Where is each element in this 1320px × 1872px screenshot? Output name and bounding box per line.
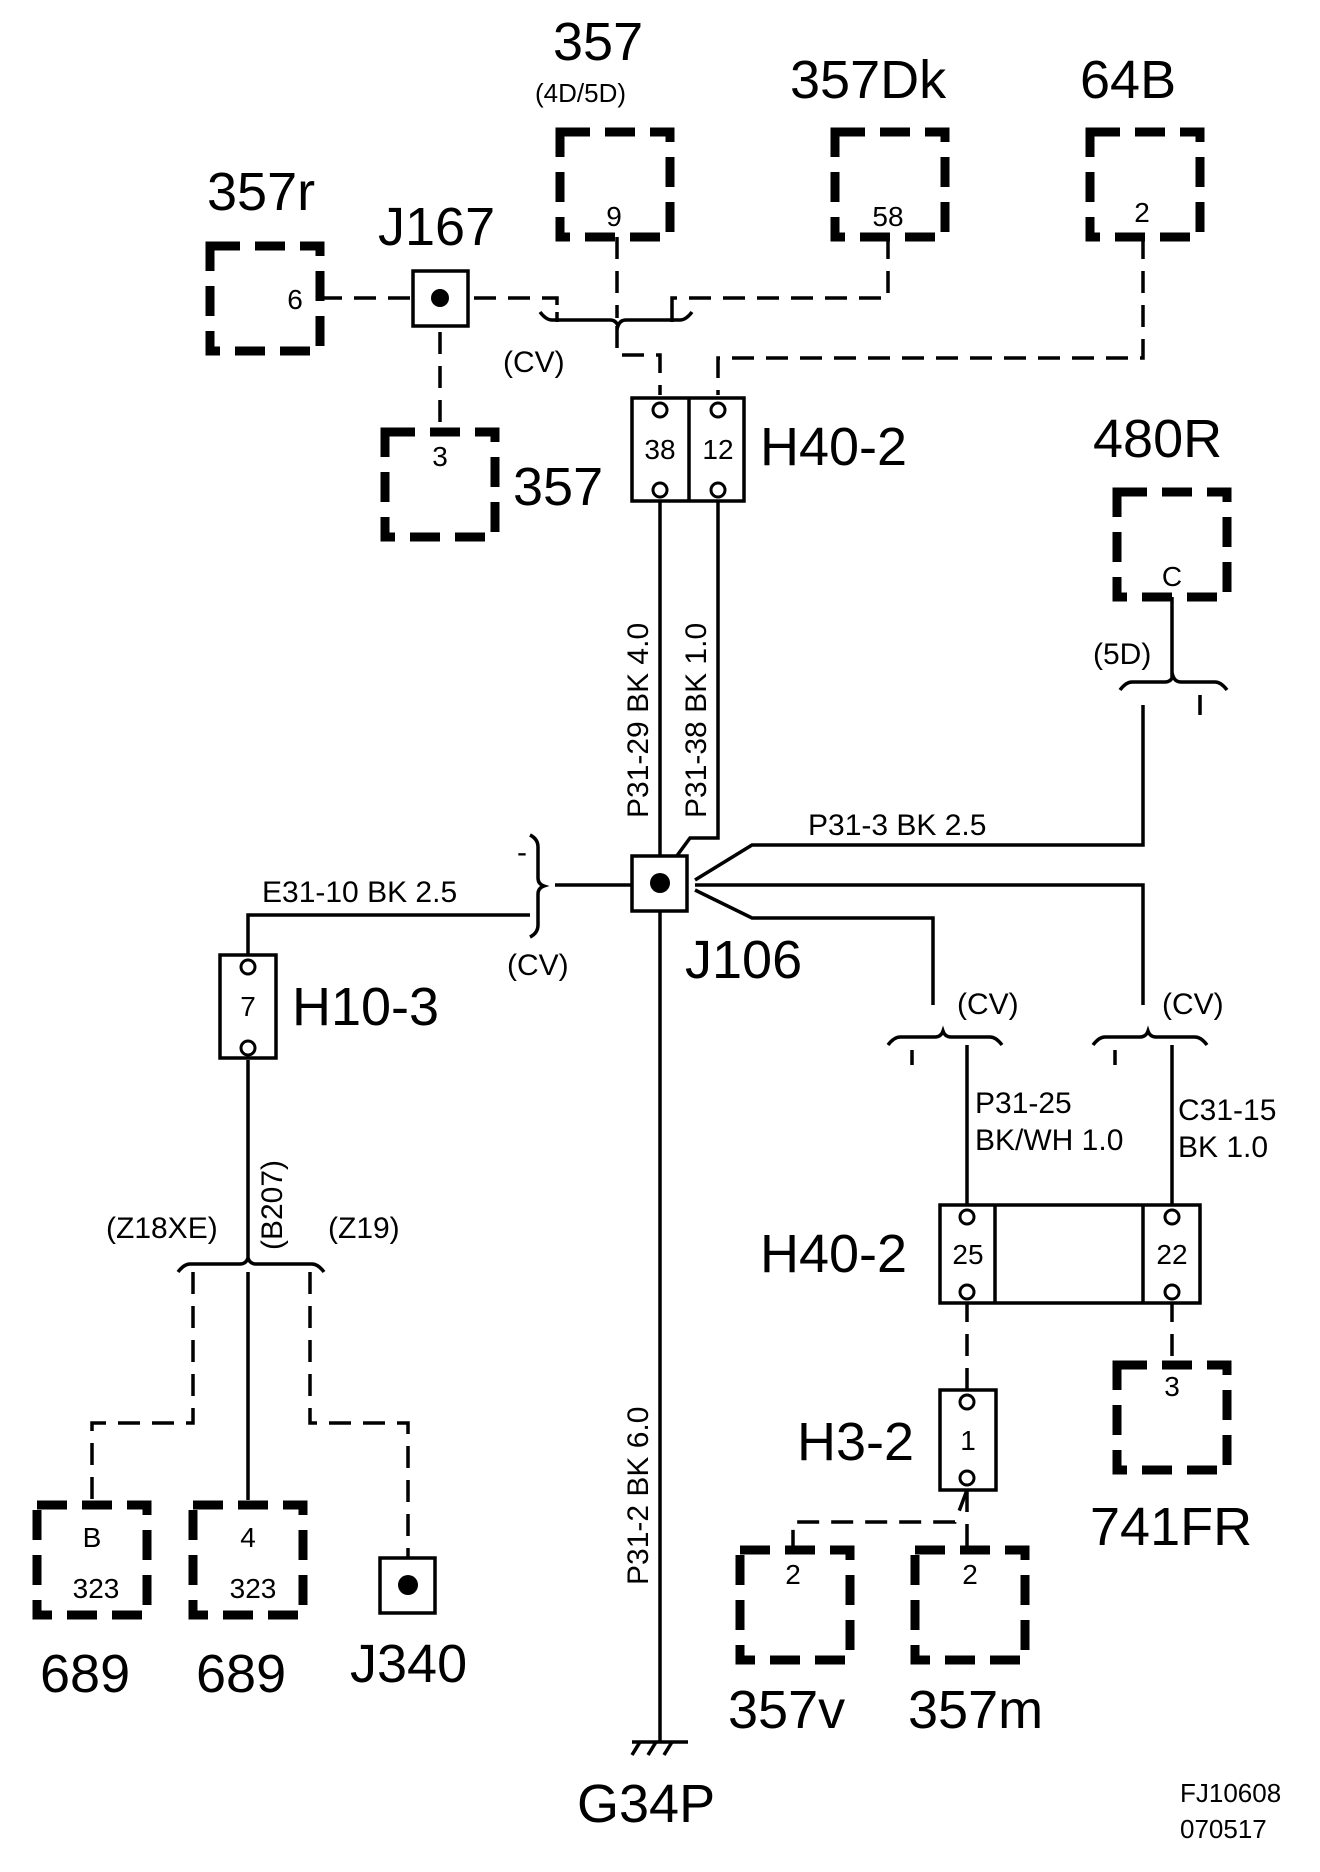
pin-741fr: 3 [1164,1371,1180,1402]
ground-symbol [630,1740,688,1756]
wire-label-e31-10: E31-10 BK 2.5 [262,876,457,909]
option-cv-right-2: (CV) [1162,988,1224,1021]
label-h40-2-bottom: H40-2 [760,1224,907,1284]
wire-label-p31-3: P31-3 BK 2.5 [808,809,986,842]
dashed-wires [90,237,1174,1558]
pin-357-top: 9 [606,201,622,232]
wire-label-p31-25-a: P31-25 [975,1087,1072,1120]
connector-357dk [830,127,950,242]
pin-689-right: 4 [240,1522,256,1553]
label-357dk: 357Dk [790,50,947,110]
option-z19: (Z19) [328,1212,400,1245]
wire-label-p31-29: P31-29 BK 4.0 [622,623,655,818]
connector-h40-2-top [630,396,746,503]
label-h40-2-top: H40-2 [760,417,907,477]
option-minus: - [517,836,527,869]
pin-689-left: B [83,1522,102,1553]
solid-wires [246,500,1174,1742]
wire-label-p31-25-b: BK/WH 1.0 [975,1124,1123,1157]
label-357-top: 357 [553,12,643,72]
connector-689-right [188,1500,308,1620]
label-689-left: 689 [40,1644,130,1704]
label-357m: 357m [908,1680,1043,1740]
splice-j340 [378,1556,437,1615]
pin-h40-2-top-b: 12 [702,434,733,465]
pin-689-left-sub: 323 [73,1573,120,1604]
label-357r: 357r [207,162,315,222]
wire-label-p31-2: P31-2 BK 6.0 [622,1407,655,1585]
connector-64b [1085,127,1205,242]
splice-j167 [411,269,470,328]
label-357-top-sub: (4D/5D) [535,78,626,108]
connector-h40-2-bottom [938,1203,1202,1305]
pin-689-right-sub: 323 [230,1573,277,1604]
label-g34p: G34P [577,1774,715,1834]
label-j340: J340 [350,1634,467,1694]
connector-480r [1112,487,1232,602]
figure-id: FJ10608 [1180,1778,1281,1808]
label-741fr: 741FR [1090,1497,1252,1557]
splice-j106 [630,854,689,913]
connector-h3-2 [938,1388,998,1492]
option-z18xe: (Z18XE) [106,1212,218,1245]
wire-label-p31-38: P31-38 BK 1.0 [680,623,713,818]
connector-741fr [1112,1360,1232,1475]
pin-357dk: 58 [872,201,903,232]
pin-357r: 6 [287,284,303,315]
option-cv-left: (CV) [507,949,569,982]
option-cv-right-1: (CV) [957,988,1019,1021]
wire-label-c31-15-b: BK 1.0 [1178,1131,1268,1164]
dashed-components [32,127,1232,1665]
pin-357m: 2 [962,1559,978,1590]
label-689-right: 689 [196,1644,286,1704]
label-h10-3: H10-3 [292,977,439,1037]
option-b207: (B207) [256,1160,289,1250]
connector-h10-3 [218,953,278,1060]
connector-357-top [555,127,675,242]
pin-357-mid: 3 [432,441,448,472]
label-480r: 480R [1093,409,1222,469]
option-5d: (5D) [1093,638,1151,671]
label-64b: 64B [1080,50,1176,110]
label-j167: J167 [378,197,495,257]
label-357v: 357v [728,1680,845,1740]
wire-label-c31-15-a: C31-15 [1178,1094,1276,1127]
option-cv-top: (CV) [503,346,565,379]
connector-357m [910,1545,1030,1665]
option-brackets [176,310,1229,1274]
pin-h40-2-top-a: 38 [644,434,675,465]
connector-689-left [32,1500,152,1620]
pin-h40-2-bottom-a: 25 [952,1239,983,1270]
label-357-mid: 357 [513,457,603,517]
label-h3-2: H3-2 [797,1412,914,1472]
pin-h3-2: 1 [960,1425,976,1456]
pin-480r: C [1162,561,1182,592]
pin-357v: 2 [785,1559,801,1590]
connector-357-mid [380,427,500,542]
pin-64b: 2 [1134,197,1150,228]
pin-h10-3: 7 [240,991,256,1022]
label-j106: J106 [685,930,802,990]
pin-h40-2-bottom-b: 22 [1156,1239,1187,1270]
figure-date: 070517 [1180,1814,1267,1844]
connector-357r [205,241,325,356]
connector-357v [735,1545,855,1665]
